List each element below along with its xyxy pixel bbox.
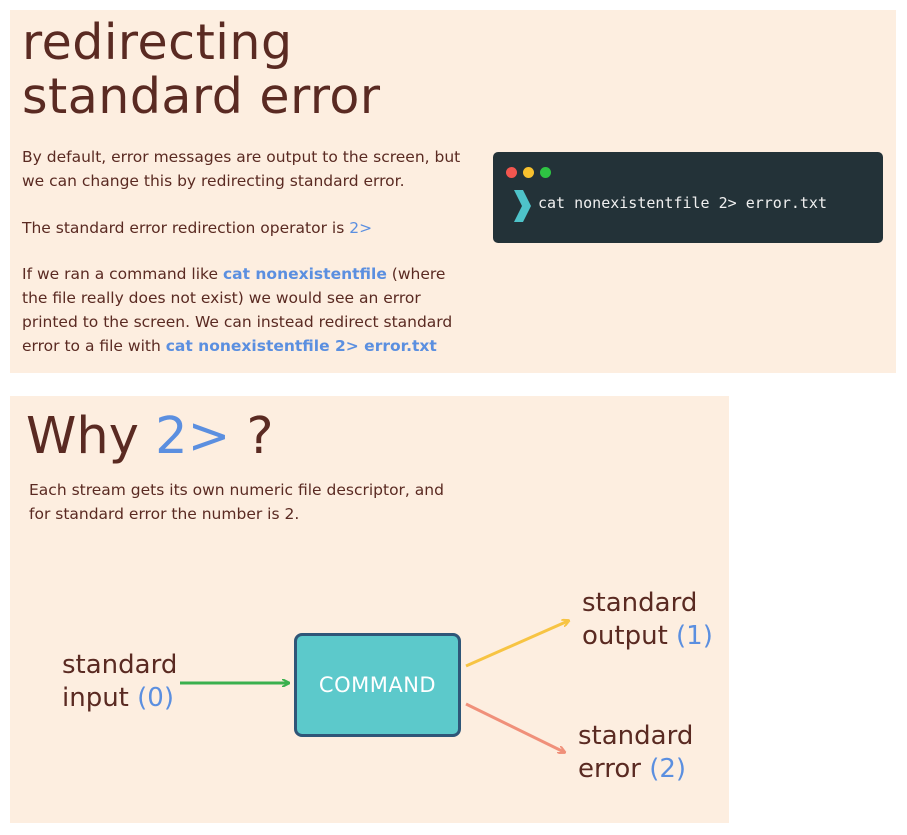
- maximize-dot-icon: [540, 167, 551, 178]
- command-box: COMMAND: [294, 633, 461, 737]
- intro-paragraph: By default, error messages are output to…: [22, 148, 461, 190]
- title-prefix: Why: [26, 407, 156, 466]
- error-fd: (2): [649, 754, 687, 784]
- stream-arrows: [180, 396, 729, 823]
- output-arrow: [465, 621, 568, 668]
- operator-paragraph: The standard error redirection operator …: [22, 216, 462, 240]
- terminal-window: cat nonexistentfile 2> error.txt: [493, 152, 883, 243]
- slide-redirecting-standard-error: redirecting standard error By default, e…: [10, 10, 896, 373]
- close-dot-icon: [506, 167, 517, 178]
- title-suffix: ?: [230, 407, 274, 466]
- error-line-1: standard: [578, 721, 694, 751]
- title-line-1: redirecting: [22, 14, 293, 71]
- title-line-2: standard error: [22, 68, 381, 125]
- example-text-b: (where the file really does not exist) w…: [22, 265, 453, 355]
- operator-code: 2>: [349, 219, 373, 237]
- slide-title: Why 2> ?: [26, 404, 274, 470]
- example-code-2: cat nonexistentfile 2> error.txt: [165, 337, 437, 355]
- output-line-2: output: [582, 621, 677, 651]
- input-fd: (0): [137, 683, 174, 713]
- descriptor-paragraph: Each stream gets its own numeric file de…: [29, 481, 444, 523]
- error-line-2: error: [578, 754, 650, 784]
- chevron-right-icon: [514, 190, 531, 222]
- terminal-command: cat nonexistentfile 2> error.txt: [538, 194, 827, 212]
- slide-why-2: Why 2> ? Each stream gets its own numeri…: [10, 396, 729, 823]
- operator-text: The standard error redirection operator …: [22, 219, 350, 237]
- input-line-2: input: [62, 683, 138, 713]
- output-fd: (1): [676, 621, 713, 651]
- slide-title: redirecting standard error: [22, 16, 381, 124]
- title-operator: 2>: [155, 407, 231, 466]
- error-arrow: [465, 702, 564, 752]
- minimize-dot-icon: [523, 167, 534, 178]
- command-label: COMMAND: [318, 673, 437, 697]
- output-line-1: standard: [582, 588, 698, 618]
- input-line-1: standard: [62, 650, 178, 680]
- example-text-a: If we ran a command like: [22, 265, 223, 283]
- example-code-1: cat nonexistentfile: [222, 265, 387, 283]
- example-paragraph: If we ran a command like cat nonexistent…: [22, 262, 462, 358]
